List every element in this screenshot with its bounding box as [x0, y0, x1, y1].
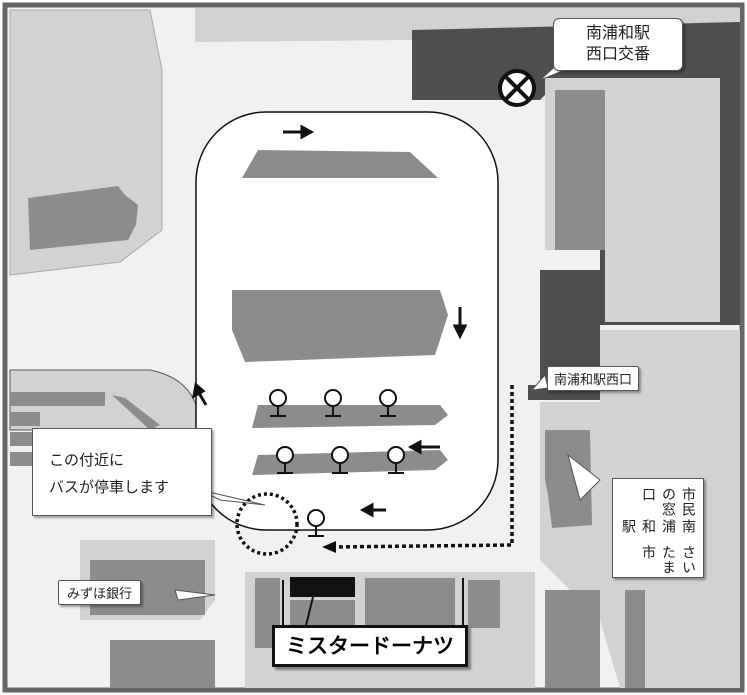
platform-1 — [252, 405, 448, 428]
station-west-exit-label: 南浦和駅西口 — [547, 366, 640, 391]
label-col: 南浦和駅 — [620, 519, 696, 535]
arrow-left-icon — [407, 439, 440, 455]
bus-stop-icon — [324, 389, 342, 417]
bus-stop-icon — [276, 446, 294, 474]
city-office-label: さいたま市 南浦和駅 市民の窓口 — [612, 478, 704, 578]
building — [28, 186, 138, 250]
walking-route — [329, 385, 514, 549]
label-col: 市民の窓口 — [640, 487, 696, 517]
route-arrowhead-icon — [322, 541, 336, 553]
arrow-up-icon — [191, 382, 208, 406]
bus-stop-icon — [307, 509, 325, 537]
police-box-icon — [498, 69, 536, 107]
bus-stop-icon — [331, 446, 349, 474]
bank-label: みずほ銀行 — [58, 580, 142, 605]
note-line: バスが停車します — [49, 478, 170, 496]
bus-stop-icons — [269, 389, 405, 537]
bus-stop-area-circle — [235, 492, 299, 556]
island-middle — [232, 290, 448, 362]
direction-arrows — [191, 124, 468, 518]
bus-stop-icon — [269, 389, 287, 417]
note-line: この付近に — [49, 451, 125, 469]
building — [555, 90, 605, 250]
label-line: 西口交番 — [585, 44, 650, 63]
bus-stop-icon — [379, 389, 397, 417]
building — [110, 640, 215, 688]
donut-shop-building — [290, 577, 355, 597]
arrow-left-icon — [359, 502, 386, 518]
callout-pointers — [174, 61, 601, 601]
label-line: 南浦和駅 — [585, 23, 650, 42]
bus-stop-icon — [387, 446, 405, 474]
city-office-building — [545, 430, 592, 528]
donut-shop-label: ミスタードーナツ — [272, 625, 468, 667]
bus-stop-note: この付近に バスが停車します — [32, 428, 212, 516]
label-col: さいたま市 — [640, 544, 696, 575]
arrow-right-icon — [283, 124, 315, 140]
city-office-text: さいたま市 南浦和駅 市民の窓口 — [618, 487, 698, 577]
buildings-left — [10, 392, 160, 466]
police-box-label: 南浦和駅 西口交番 — [553, 18, 683, 71]
arrow-down-icon — [452, 307, 468, 340]
island-top — [242, 150, 438, 178]
